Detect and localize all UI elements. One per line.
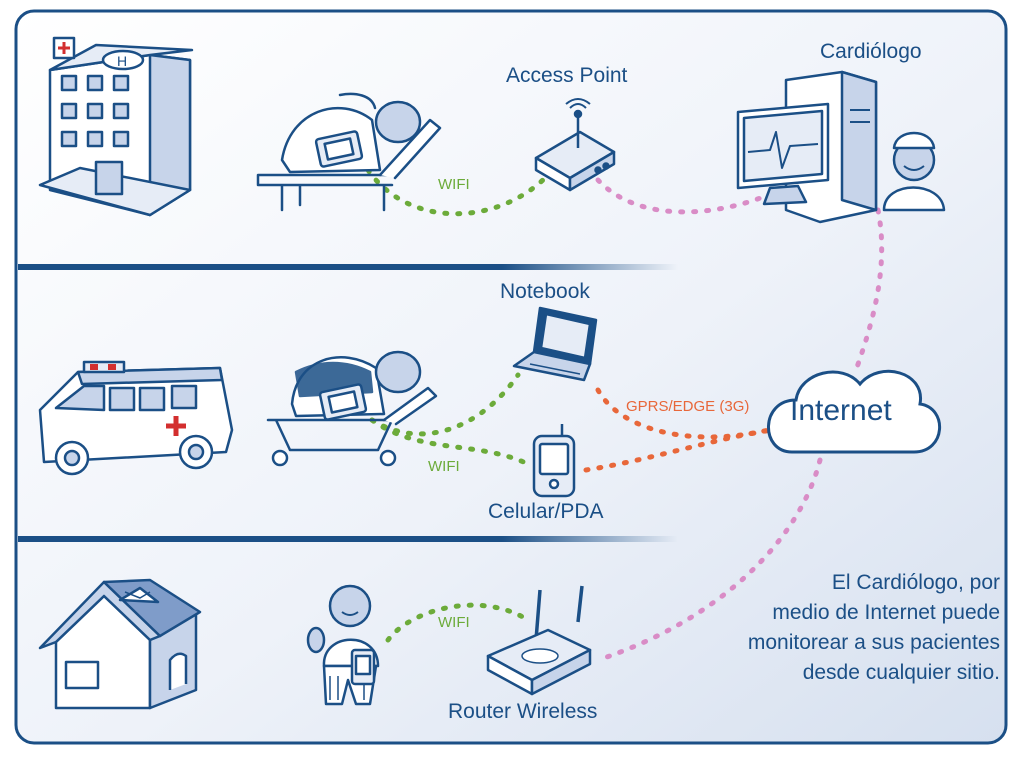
- patient-on-bed-icon: [256, 92, 442, 212]
- label-wifi-ambulance: WIFI: [428, 458, 460, 475]
- label-cardiologist: Cardiólogo: [820, 40, 922, 63]
- wifi-link-home: [385, 602, 531, 643]
- label-notebook: Notebook: [500, 280, 590, 303]
- gprs-link-phone: [583, 427, 773, 473]
- caption-line-2: medio de Internet puede: [772, 601, 1000, 624]
- hospital-building-icon: H: [38, 36, 194, 217]
- svg-text:H: H: [117, 53, 127, 69]
- label-wifi-hospital: WIFI: [438, 176, 470, 193]
- internet-cloud-icon: [767, 369, 942, 454]
- notebook-icon: [512, 306, 598, 382]
- diagram-frame: [14, 9, 1008, 745]
- caption: El Cardiólogo, por medio de Internet pue…: [660, 568, 1000, 688]
- link-ap-to-computer: [595, 177, 771, 215]
- house-icon: [38, 578, 202, 710]
- caption-line-4: desde cualquier sitio.: [802, 661, 1000, 684]
- label-cellular: Celular/PDA: [488, 500, 604, 523]
- doctor-icon: [882, 131, 946, 212]
- connections: [365, 167, 885, 663]
- label-wifi-home: WIFI: [438, 614, 470, 631]
- wifi-link-hospital: [365, 167, 551, 217]
- label-gprs: GPRS/EDGE (3G): [626, 398, 750, 415]
- label-internet: Internet: [790, 394, 892, 427]
- cellphone-icon: [532, 424, 576, 498]
- caption-line-3: monitorear a sus pacientes: [747, 631, 1000, 654]
- wireless-router-icon: [486, 585, 592, 696]
- section-divider-bottom: [18, 536, 898, 542]
- label-router: Router Wireless: [448, 700, 598, 723]
- wifi-link-ambulance-notebook: [369, 372, 521, 437]
- link-internet-to-router: [595, 457, 823, 663]
- ambulance-icon: [38, 360, 234, 476]
- access-point-icon: [534, 98, 616, 192]
- computer-monitor-icon: [736, 70, 878, 224]
- wifi-link-ambulance-phone: [369, 417, 533, 468]
- standing-patient-icon: [306, 584, 380, 706]
- label-access-point: Access Point: [506, 64, 628, 87]
- patient-on-stretcher-icon: [266, 350, 438, 467]
- caption-line-1: El Cardiólogo, por: [831, 571, 1000, 594]
- section-divider-top: [18, 264, 898, 270]
